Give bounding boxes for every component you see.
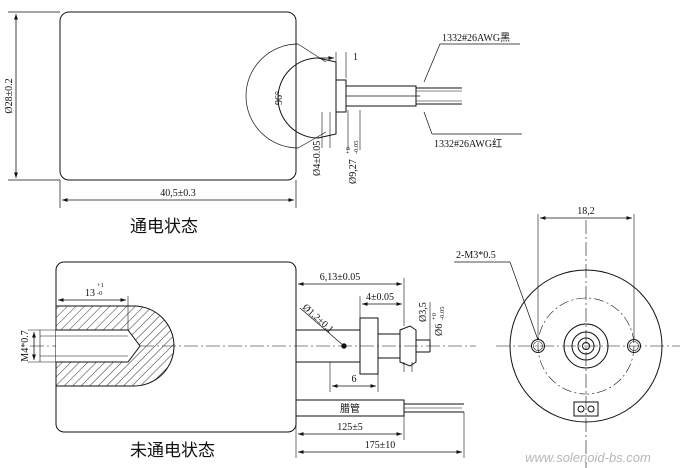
dim-dia-pin: Ø6: [434, 324, 445, 336]
sleeve-label: 腊管: [340, 402, 360, 415]
dim-length-body: 40,5±0.3: [160, 188, 196, 199]
dim-thread-depth: 13: [85, 288, 95, 299]
watermark-text: www.solenoid-bs.com: [525, 450, 651, 465]
wire-bottom-label: 1332#26AWG红: [434, 137, 502, 150]
energized-body-outline: [59, 11, 297, 181]
energized-view: [8, 11, 522, 208]
caption-energized: 通电状态: [130, 217, 198, 237]
dim-dia-plunger: Ø4±0.05: [312, 141, 323, 176]
plunger-head-arc: [277, 57, 319, 139]
dim-lead-a: 125±5: [337, 422, 363, 433]
dim-dia-head-tol-lower: -0.05: [353, 140, 360, 154]
dim-dia-pin-tol-lower: -0.05: [439, 306, 446, 320]
dim-thread-depth-tol-upper: +1: [97, 282, 104, 289]
terminal-block: [573, 401, 599, 417]
dim-head-len: 6: [352, 374, 357, 385]
dim-end-holes: 2-M3*0.5: [456, 250, 496, 261]
dim-thread: M4*0.7: [20, 330, 31, 361]
de-energized-view: [28, 261, 476, 458]
end-view: [454, 214, 680, 468]
dim-dia-head-tol-upper: +0: [345, 147, 352, 154]
dim-stroke-a: 6,13±0.05: [320, 272, 361, 283]
dim-angle: 96°: [274, 91, 285, 105]
dim-step: 1: [353, 52, 358, 63]
wire-top-label: 1332#26AWG黑: [442, 32, 510, 44]
end-view-outer-circle: [509, 269, 663, 423]
dim-end-width: 18,2: [577, 206, 595, 217]
dim-dia-pin-tol-upper: +0: [431, 313, 438, 320]
dim-stroke-b: 4±0.05: [366, 292, 394, 303]
dim-lead-b: 175±10: [365, 440, 396, 451]
dim-diameter-body: Ø28±0.2: [4, 78, 15, 113]
dim-dia-tip: Ø3,5: [418, 302, 429, 322]
end-view-mounting-circle: [537, 297, 635, 395]
lead-exit-tube: [345, 85, 417, 107]
dim-thread-depth-tol-lower: -0: [97, 290, 102, 297]
caption-de-energized: 未通电状态: [130, 441, 215, 461]
dim-dia-head: Ø9,27: [348, 159, 359, 184]
end-view-hub: [563, 323, 609, 369]
